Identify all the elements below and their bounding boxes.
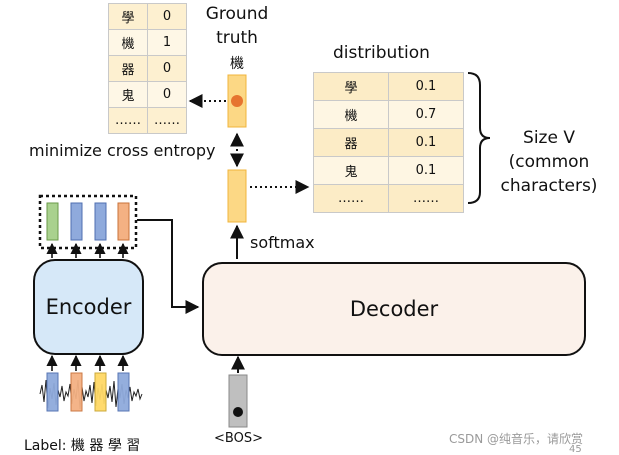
encoder-block: Encoder	[33, 259, 144, 355]
dist-value: 0.7	[388, 100, 464, 129]
ground-truth-dot	[231, 95, 243, 107]
encoder-output-vector	[46, 202, 59, 241]
dist-value: 0.1	[388, 156, 464, 185]
decoder-label: Decoder	[349, 297, 439, 321]
ground-truth-char: 機	[230, 56, 244, 72]
encoder-output-vector	[117, 202, 130, 241]
encoder-output-box	[38, 194, 138, 250]
dist-char: ……	[313, 184, 389, 213]
bos-dot	[233, 407, 243, 417]
bos-label: <BOS>	[214, 431, 263, 446]
size-v-label: Size V (common characters)	[500, 128, 598, 196]
encoder-label: Encoder	[45, 295, 132, 319]
ground-truth-label: Ground truth	[205, 4, 269, 48]
onehot-value: 0	[147, 81, 187, 108]
onehot-char: 學	[108, 3, 148, 30]
dist-char: 機	[313, 100, 389, 129]
encoder-to-decoder-arrow	[137, 219, 200, 314]
onehot-char: ……	[108, 107, 148, 134]
dist-value: 0.1	[388, 128, 464, 157]
onehot-value: 1	[147, 29, 187, 56]
dist-char: 器	[313, 128, 389, 157]
onehot-char: 鬼	[108, 81, 148, 108]
frame-vector	[94, 372, 107, 412]
frame-vector	[70, 372, 83, 412]
onehot-value: ……	[147, 107, 187, 134]
dist-char: 鬼	[313, 156, 389, 185]
dist-char: 學	[313, 72, 389, 101]
frame-vector	[117, 372, 130, 412]
softmax-label: softmax	[250, 233, 315, 252]
size-brace	[467, 72, 491, 204]
frame-vector	[46, 372, 59, 412]
onehot-char: 器	[108, 55, 148, 82]
bos-vector	[228, 374, 248, 428]
ground-truth-vector	[227, 74, 247, 128]
onehot-value: 0	[147, 3, 187, 30]
label-line: Label: 機 器 學 習	[24, 438, 141, 454]
onehot-char: 機	[108, 29, 148, 56]
loss-label: minimize cross entropy	[29, 141, 216, 160]
credit-watermark: CSDN @纯音乐，请欣赏	[449, 432, 584, 446]
decoder-block: Decoder	[202, 262, 586, 356]
distribution-title: distribution	[333, 43, 430, 63]
onehot-value: 0	[147, 55, 187, 82]
table-row: …………	[108, 107, 187, 134]
output-vector	[227, 169, 247, 223]
encoder-output-vector	[70, 202, 83, 241]
audio-waveform	[39, 379, 143, 410]
table-row: …………	[313, 184, 464, 213]
dist-value: ……	[388, 184, 464, 213]
page-number: 45	[569, 444, 582, 455]
encoder-output-vector	[94, 202, 107, 241]
dist-value: 0.1	[388, 72, 464, 101]
